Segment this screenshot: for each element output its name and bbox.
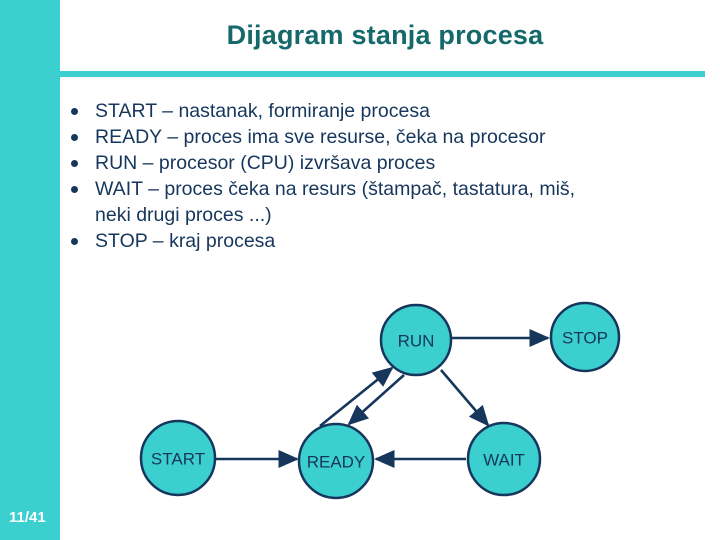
page-title: Dijagram stanja procesa	[226, 20, 544, 50]
list-item-label: RUN – procesor (CPU) izvršava proces	[95, 152, 436, 174]
edge-run-to-wait	[440, 369, 490, 427]
state-node-stop[interactable]: STOP	[549, 301, 621, 373]
state-node-label: STOP	[562, 329, 608, 348]
state-node-label: READY	[307, 453, 366, 472]
list-item-label: READY – proces ima sve resurse, čeka na …	[95, 126, 546, 148]
list-item-label: STOP – kraj procesa	[95, 230, 276, 252]
state-node-run[interactable]: RUN	[379, 303, 453, 377]
state-node-label: RUN	[398, 332, 435, 351]
list-item: READY – proces ima sve resurse, čeka na …	[66, 124, 706, 150]
list-item: START – nastanak, formiranje procesa	[66, 98, 706, 124]
list-item-label: WAIT – proces čeka na resurs (štampač, t…	[95, 178, 576, 200]
state-node-label: WAIT	[483, 451, 525, 470]
list-item: RUN – procesor (CPU) izvršava proces	[66, 150, 706, 176]
bullet-marker-icon	[71, 108, 78, 115]
state-node-circle	[297, 422, 375, 500]
title-divider	[60, 71, 705, 77]
state-node-circle	[139, 419, 217, 497]
bullet-marker-icon	[71, 186, 78, 193]
list-item-continuation: neki drugi proces ...)	[66, 202, 706, 228]
state-node-circle	[466, 421, 542, 497]
list-item: STOP – kraj procesa	[66, 228, 706, 254]
list-item-label: neki drugi proces ...)	[95, 204, 272, 226]
state-node-circle	[379, 303, 453, 377]
state-node-wait[interactable]: WAIT	[466, 421, 542, 497]
bullet-marker-icon	[71, 134, 78, 141]
edge-ready-to-run	[319, 366, 394, 428]
state-node-ready[interactable]: READY	[297, 422, 375, 500]
bullet-list: START – nastanak, formiranje procesa REA…	[66, 98, 706, 254]
sidebar-accent-bar	[0, 0, 60, 540]
diagram-edges	[216, 328, 551, 469]
state-node-circle	[549, 301, 621, 373]
list-item: WAIT – proces čeka na resurs (štampač, t…	[66, 176, 706, 202]
list-item-label: START – nastanak, formiranje procesa	[95, 100, 430, 122]
diagram-nodes: START READY RUN WAIT STOP	[139, 301, 621, 500]
bullet-marker-icon	[71, 160, 78, 167]
state-node-start[interactable]: START	[139, 419, 217, 497]
edge-run-to-ready	[347, 374, 405, 426]
bullet-marker-icon	[71, 238, 78, 245]
state-node-label: START	[151, 450, 205, 469]
page-number: 11/41	[9, 509, 46, 526]
